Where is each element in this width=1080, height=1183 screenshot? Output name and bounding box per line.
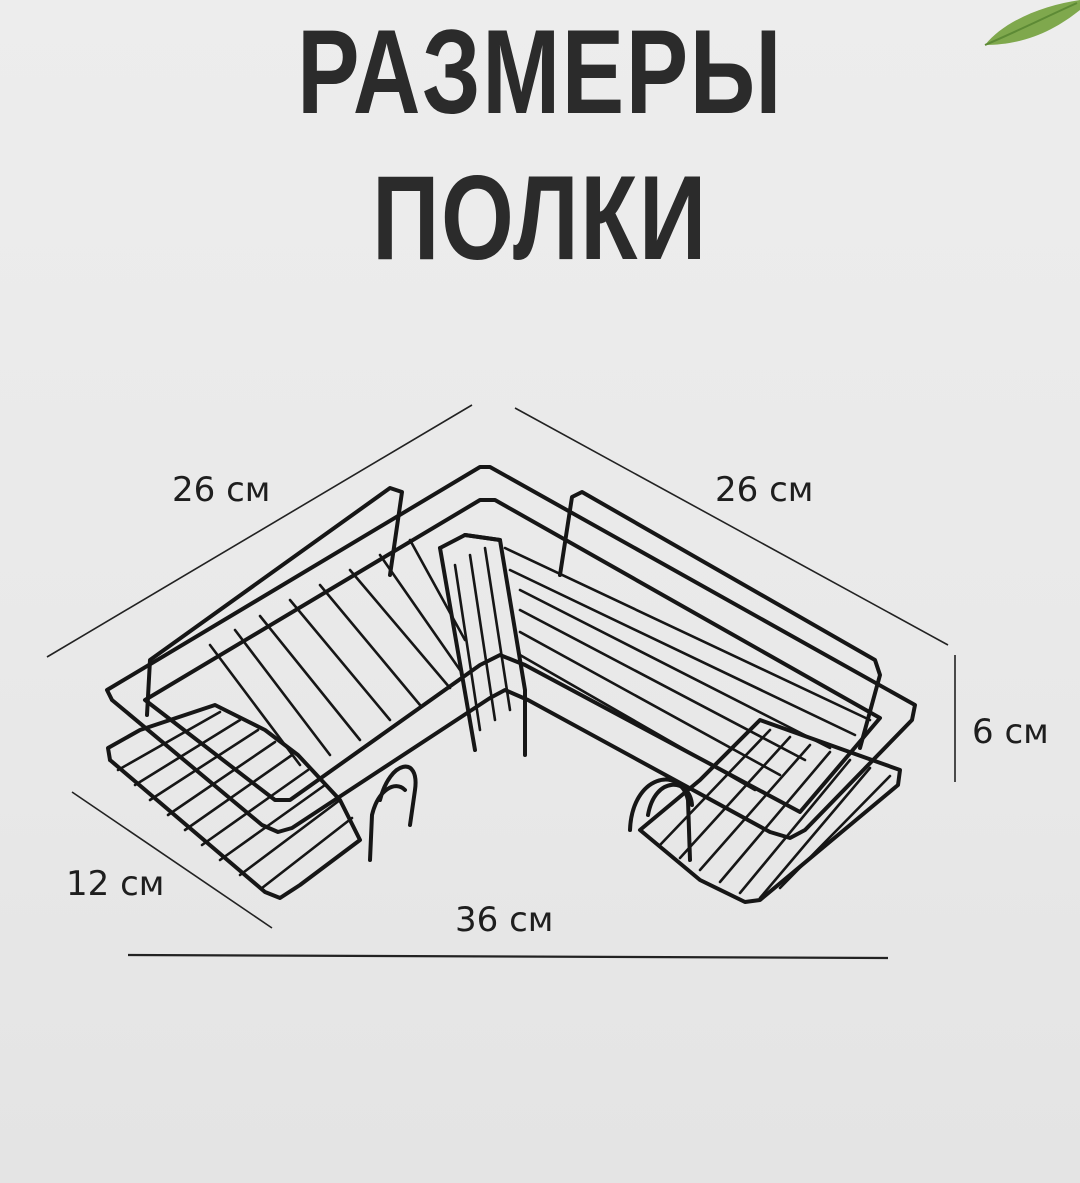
wire-shelf [105,465,917,904]
dimension-line-depth [71,791,273,929]
hook-right [628,777,692,862]
hook-left [378,764,418,827]
page-title-line-2: ПОЛКИ [372,151,708,285]
hook-left-back [368,784,407,862]
dimension-label-back-left: 26 см [172,470,271,510]
dimension-line-back-right [514,407,949,646]
leaf-icon [984,0,1080,46]
wire-grid [116,538,892,900]
dimension-label-front-width: 36 см [455,900,554,940]
dimension-lines [46,404,956,960]
top-rim-outer [105,465,917,840]
dimension-line-back-left [46,404,473,658]
top-rim-inner [143,498,882,814]
dimension-label-depth: 12 см [66,864,165,904]
bottom-tray-outer-right [638,718,902,904]
dimension-label-back-right: 26 см [715,470,814,510]
dimension-line-front-width [127,953,889,960]
dimension-label-height: 6 см [972,712,1049,752]
page-title-line-1: РАЗМЕРЫ [297,5,783,139]
back-panel-left [145,486,404,717]
back-panel-right [558,490,882,750]
bottom-tray-outer [106,703,362,900]
hook-right-back [646,782,694,817]
